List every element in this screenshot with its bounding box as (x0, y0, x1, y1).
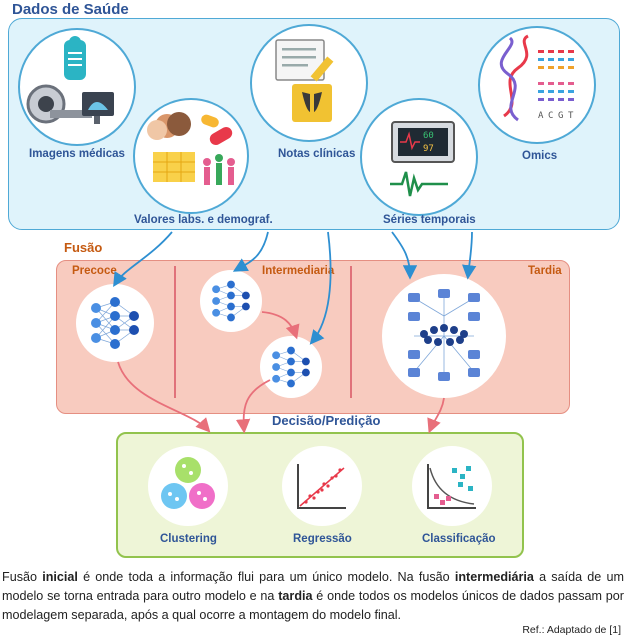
neural-network-icon (272, 346, 310, 388)
caption: Fusão inicial é onde toda a informação f… (2, 568, 624, 626)
decision-title: Decisão/Predição (272, 413, 381, 428)
clustering-icon (161, 457, 215, 509)
dna-letter-a: A (538, 111, 544, 121)
caption-text-4: é onde todos os modelos únicos de dados … (2, 589, 624, 623)
notes-circle (250, 24, 368, 142)
series-label: Séries temporais (383, 214, 476, 226)
classification-icon (427, 464, 476, 509)
fusion-title: Fusão (64, 240, 103, 255)
monitor-value-2: 97 (423, 144, 434, 154)
omics-circle: A C G T (478, 26, 596, 144)
caption-text-3: a saída de um modelo se torna entrada pa… (2, 570, 624, 604)
imaging-label: Imagens médicas (29, 148, 125, 160)
ensemble-network-icon (408, 289, 480, 381)
caption-bold-intermediate: intermediária (454, 570, 534, 584)
labs-label: Valores labs. e demograf. (134, 214, 273, 226)
fusion-early-label: Precoce (72, 265, 117, 277)
dna-letter-c: C (548, 111, 553, 121)
caption-bold-late: tardia (278, 589, 313, 604)
regression-label: Regressão (293, 533, 352, 545)
omics-label: Omics (522, 150, 558, 162)
dna-letter-t: T (568, 111, 574, 121)
medical-imaging-icon (26, 36, 114, 124)
caption-text-1: Fusão (2, 570, 43, 584)
intermediate-network-circle-1 (200, 270, 262, 332)
labs-demographics-icon (147, 112, 235, 185)
early-network-circle (76, 284, 154, 362)
clustering-label: Clustering (160, 533, 217, 545)
late-network-circle (382, 274, 506, 398)
fusion-intermediate-label: Intermediaria (262, 265, 335, 277)
neural-network-icon (91, 297, 139, 349)
fusion-divider-right (350, 266, 352, 398)
labs-circle (133, 98, 249, 214)
monitor-icon: 60 97 (390, 121, 455, 197)
intermediate-network-circle-2 (260, 336, 322, 398)
series-circle: 60 97 (360, 98, 478, 216)
fusion-late-label: Tardia (528, 265, 562, 277)
regression-circle (282, 446, 362, 526)
regression-icon (297, 464, 346, 509)
dna-letter-g: G (558, 111, 563, 121)
neural-network-icon (212, 280, 250, 322)
classification-label: Classificação (422, 533, 496, 545)
clinical-notes-icon (275, 39, 334, 122)
classification-circle (412, 446, 492, 526)
caption-text-2: é onde toda a informação flui para um ún… (77, 570, 455, 584)
fusion-divider-left (174, 266, 176, 398)
health-data-title: Dados de Saúde (12, 1, 129, 18)
dna-icon: A C G T (499, 34, 574, 122)
monitor-value-1: 60 (423, 131, 434, 141)
caption-bold-initial: inicial (42, 570, 78, 584)
notes-label: Notas clínicas (278, 148, 356, 160)
imaging-circle (18, 28, 136, 146)
reference: Ref.: Adaptado de [1] (522, 624, 621, 636)
clustering-circle (148, 446, 228, 526)
